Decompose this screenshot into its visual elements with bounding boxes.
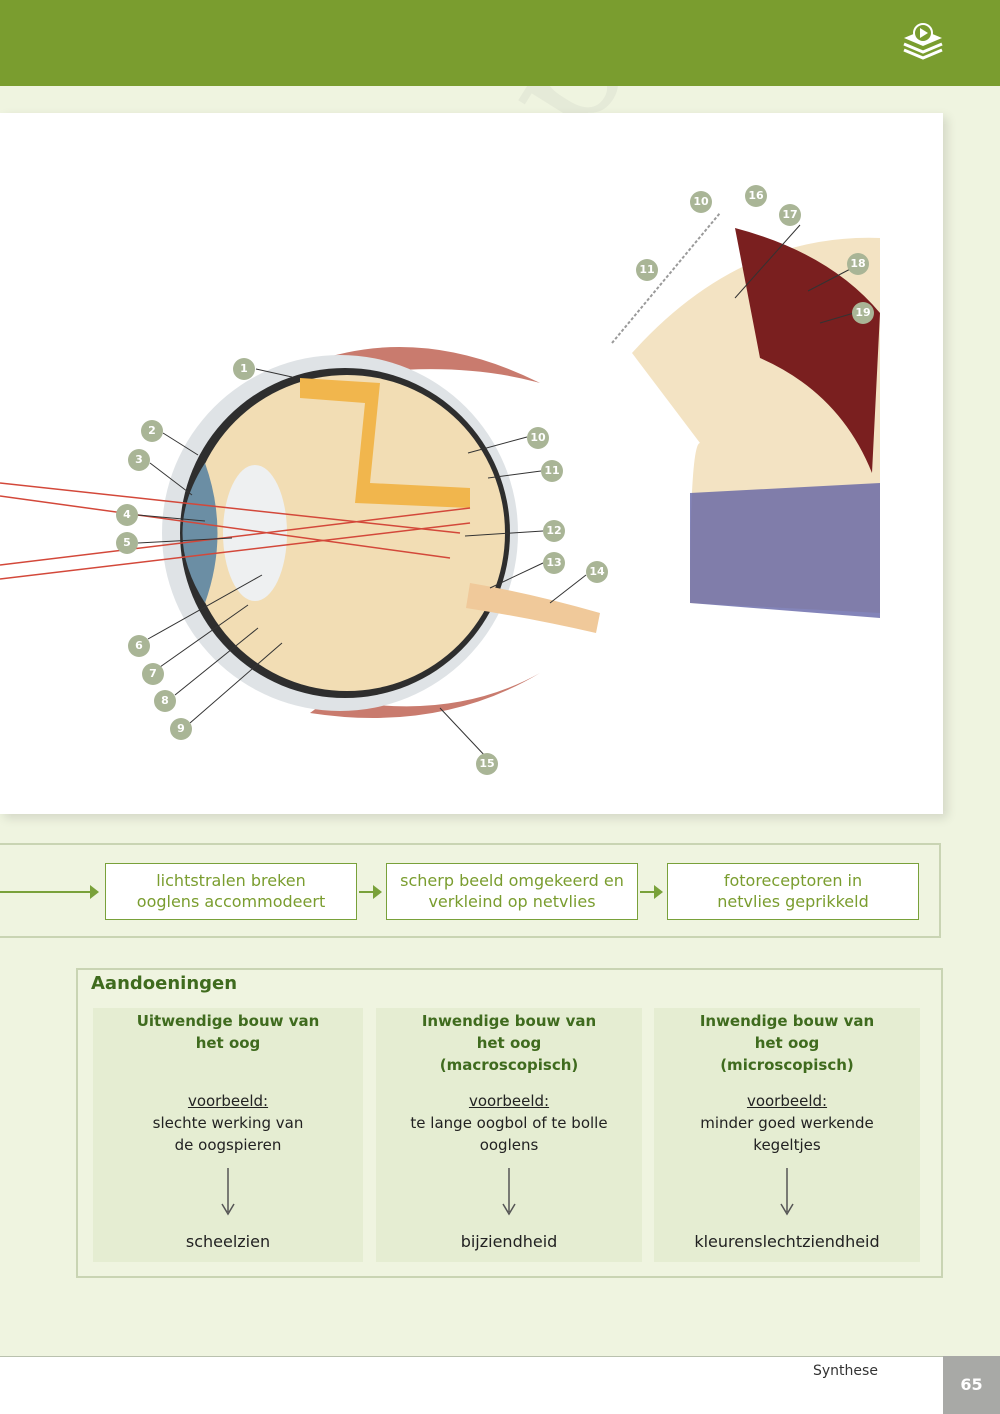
heading-line: het oog (476, 1034, 542, 1052)
footer (0, 1357, 943, 1414)
heading-line: Uitwendige bouw van (136, 1012, 320, 1030)
column-heading: Uitwendige bouw van het oog (93, 1010, 363, 1054)
column-result: scheelzien (185, 1232, 271, 1251)
stacked-layers-play-icon[interactable] (900, 20, 946, 64)
down-arrow-icon (502, 1168, 516, 1216)
example-label: voorbeeld: (468, 1092, 550, 1110)
label-19: 19 (852, 302, 874, 324)
column-example: voorbeeld: slechte werking van de oogspi… (93, 1090, 363, 1156)
label-17: 17 (779, 204, 801, 226)
flow-step-text: lichtstralen breken (156, 871, 306, 890)
label-10-retina: 10 (690, 191, 712, 213)
aandoeningen-title: Aandoeningen (91, 973, 238, 994)
example-label: voorbeeld: (187, 1092, 269, 1110)
heading-line: Inwendige bouw van (421, 1012, 597, 1030)
aandoeningen-box (76, 968, 943, 1278)
label-11: 11 (541, 460, 563, 482)
column-example: voorbeeld: minder goed werkende kegeltje… (654, 1090, 920, 1156)
flow-arrow (640, 891, 656, 893)
flow-step-text: scherp beeld omgekeerd en (400, 871, 624, 890)
label-6: 6 (128, 635, 150, 657)
aandoening-column-1: Uitwendige bouw van het oog voorbeeld: s… (93, 1008, 363, 1262)
label-13: 13 (543, 552, 565, 574)
header-bar (0, 0, 1000, 86)
heading-line: (microscopisch) (720, 1056, 854, 1074)
aandoening-column-2: Inwendige bouw van het oog (macroscopisc… (376, 1008, 642, 1262)
label-5: 5 (116, 532, 138, 554)
flow-step-text: ooglens accommodeert (136, 892, 326, 911)
column-result: bijziendheid (460, 1232, 558, 1251)
eye-anatomy-illustration (0, 212, 880, 759)
heading-line: Inwendige bouw van (699, 1012, 875, 1030)
label-15: 15 (476, 753, 498, 775)
label-10: 10 (527, 427, 549, 449)
label-3: 3 (128, 449, 150, 471)
flow-step-1: lichtstralen breken ooglens accommodeert (105, 863, 357, 920)
example-line: minder goed werkende (700, 1114, 874, 1132)
label-11-retina: 11 (636, 259, 658, 281)
flow-arrow-in (0, 891, 90, 893)
label-2: 2 (141, 420, 163, 442)
process-flow (0, 843, 941, 938)
label-12: 12 (543, 520, 565, 542)
flow-arrowhead (90, 885, 99, 899)
example-line: ooglens (479, 1136, 539, 1154)
flow-arrowhead (373, 885, 382, 899)
down-arrow-icon (221, 1168, 235, 1216)
down-arrow-icon (780, 1168, 794, 1216)
footer-divider (0, 1356, 943, 1357)
label-9: 9 (170, 718, 192, 740)
section-label: Synthese (813, 1363, 878, 1379)
label-16: 16 (745, 185, 767, 207)
column-example: voorbeeld: te lange oogbol of te bolle o… (376, 1090, 642, 1156)
page-number: 65 (943, 1356, 1000, 1414)
flow-step-3: fotoreceptoren in netvlies geprikkeld (667, 863, 919, 920)
flow-arrow (359, 891, 375, 893)
example-line: kegeltjes (753, 1136, 821, 1154)
flow-step-2: scherp beeld omgekeerd en verkleind op n… (386, 863, 638, 920)
label-1: 1 (233, 358, 255, 380)
example-line: de oogspieren (174, 1136, 282, 1154)
flow-step-text: netvlies geprikkeld (717, 892, 869, 911)
flow-step-text: fotoreceptoren in (723, 871, 863, 890)
label-18: 18 (847, 253, 869, 275)
flow-step-text: verkleind op netvlies (428, 892, 596, 911)
heading-line: het oog (195, 1034, 261, 1052)
label-4: 4 (116, 504, 138, 526)
example-line: slechte werking van (152, 1114, 304, 1132)
label-14: 14 (586, 561, 608, 583)
example-label: voorbeeld: (746, 1092, 828, 1110)
label-7: 7 (142, 663, 164, 685)
heading-line: (macroscopisch) (439, 1056, 579, 1074)
example-line: te lange oogbol of te bolle (410, 1114, 608, 1132)
flow-arrowhead (654, 885, 663, 899)
label-8: 8 (154, 690, 176, 712)
eye-diagram-figure: 1 2 3 4 5 6 7 8 9 10 11 12 13 14 15 10 1… (0, 113, 943, 814)
column-heading: Inwendige bouw van het oog (microscopisc… (654, 1010, 920, 1076)
aandoening-column-3: Inwendige bouw van het oog (microscopisc… (654, 1008, 920, 1262)
heading-line: het oog (754, 1034, 820, 1052)
column-result: kleurenslechtziendheid (694, 1232, 880, 1251)
column-heading: Inwendige bouw van het oog (macroscopisc… (376, 1010, 642, 1076)
